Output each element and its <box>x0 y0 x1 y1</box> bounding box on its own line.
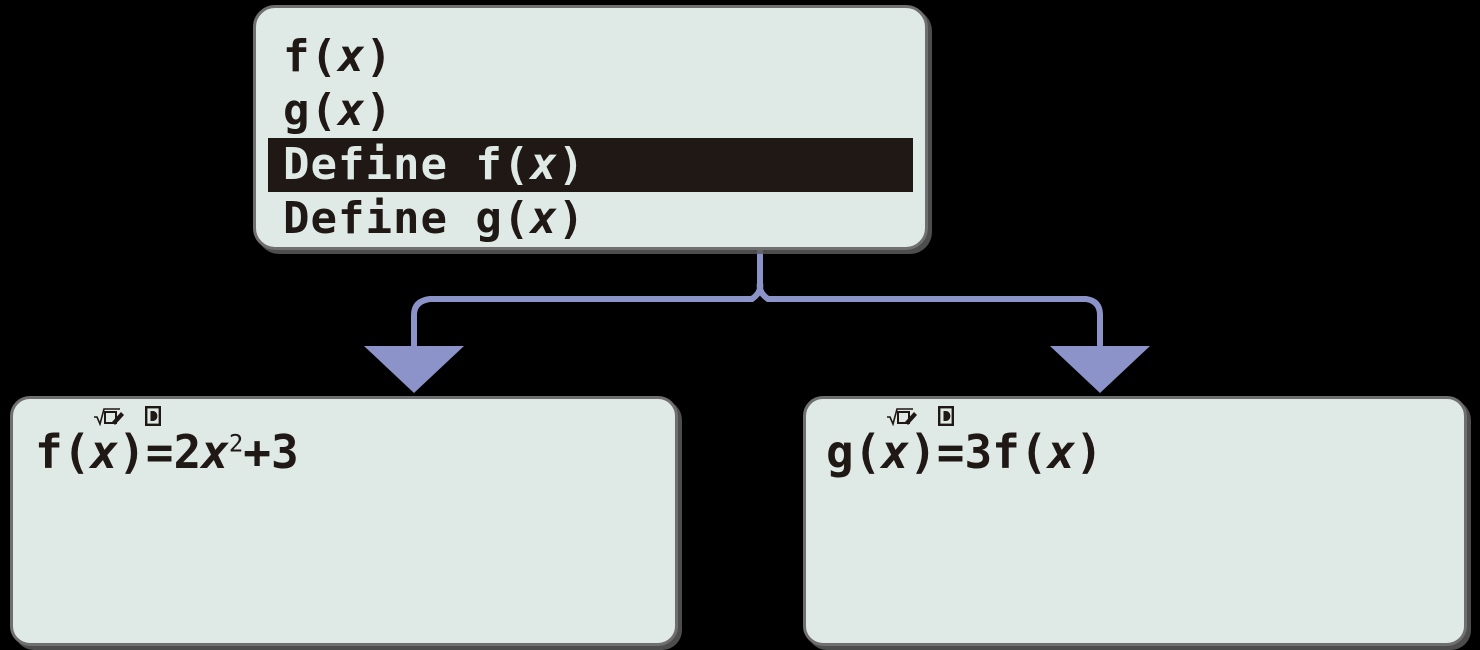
menu-item-g-of-x[interactable]: g(x) <box>268 84 913 138</box>
function-menu-panel: f(x) g(x) Define f(x) Define g(x) <box>253 5 928 250</box>
connector-branch-right <box>756 277 1103 348</box>
boxed-d-icon <box>145 406 161 426</box>
connector-branch-left <box>411 277 764 348</box>
menu-item-label: f(x) <box>283 31 393 82</box>
expression-g: g(x)=3f(x) <box>826 425 1103 479</box>
menu-item-define-g[interactable]: Define g(x) <box>268 192 913 246</box>
sqrt-template-edit-icon <box>886 406 926 426</box>
arrowhead-right-icon <box>1050 346 1150 393</box>
boxed-d-icon <box>938 406 954 426</box>
arrowhead-left-icon <box>364 346 464 393</box>
menu-item-label: g(x) <box>283 85 393 136</box>
menu-item-f-of-x[interactable]: f(x) <box>268 30 913 84</box>
status-bar-left <box>93 405 161 427</box>
menu-item-label: Define g(x) <box>283 193 586 244</box>
entry-panel-g[interactable]: g(x)=3f(x) <box>803 396 1467 646</box>
menu-item-label: Define f(x) <box>283 139 586 190</box>
function-menu-list: f(x) g(x) Define f(x) Define g(x) <box>256 30 925 246</box>
sqrt-template-edit-icon <box>93 406 133 426</box>
expression-f: f(x)=2x2+3 <box>35 425 299 479</box>
entry-panel-f[interactable]: f(x)=2x2+3 <box>10 396 678 646</box>
menu-item-define-f[interactable]: Define f(x) <box>268 138 913 192</box>
status-bar-right <box>886 405 954 427</box>
